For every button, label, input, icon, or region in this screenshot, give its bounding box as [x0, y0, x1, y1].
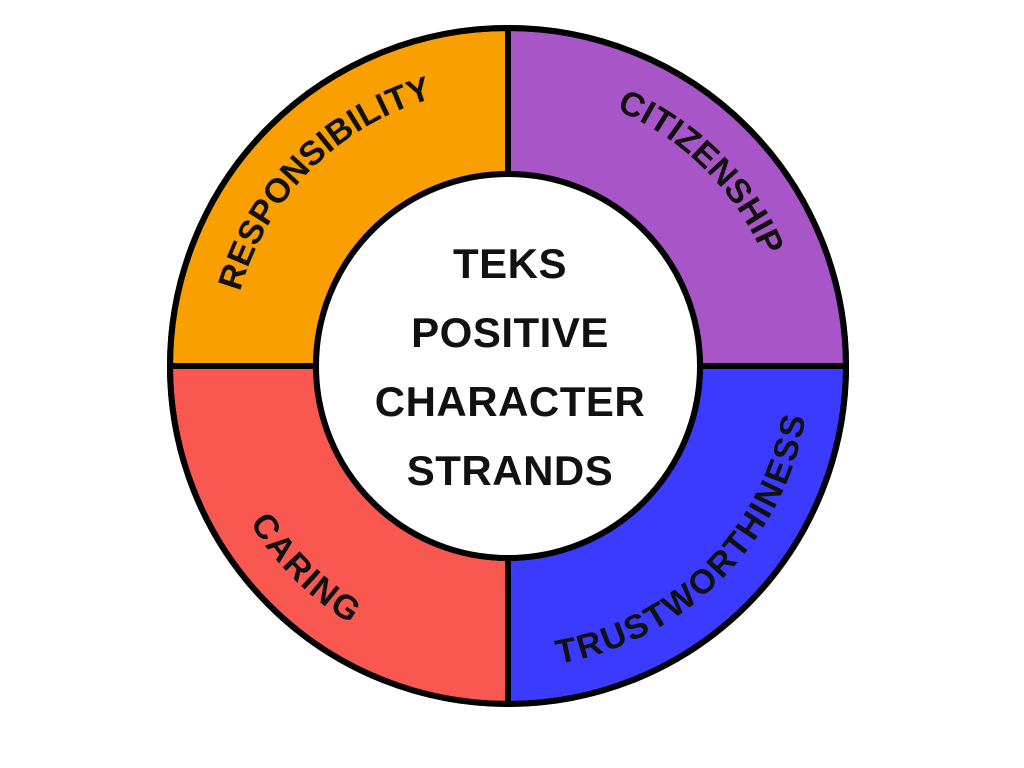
center-title-line-4: STRANDS [407, 447, 614, 494]
center-title-line-1: TEKS [453, 240, 567, 287]
center-title-line-2: POSITIVE [411, 309, 609, 356]
center-circle [313, 171, 703, 561]
center-title-line-3: CHARACTER [375, 378, 646, 425]
outer-outline [167, 25, 849, 707]
